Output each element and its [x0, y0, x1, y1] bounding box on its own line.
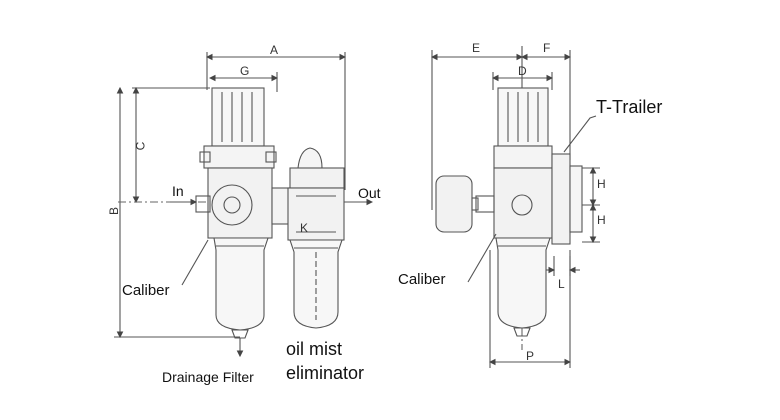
label-caliber-right: Caliber	[398, 271, 446, 288]
dimension-a-line	[205, 52, 347, 190]
dimension-g-line	[208, 72, 279, 92]
label-b: B	[107, 206, 122, 216]
label-caliber-left: Caliber	[122, 282, 170, 299]
regulator-knob-side	[497, 87, 549, 147]
dimension-h-lines	[582, 166, 600, 244]
label-t-trailer: T-Trailer	[596, 97, 663, 117]
regulator-body	[195, 167, 273, 239]
label-p: P	[526, 349, 535, 363]
filter-bowl-left	[213, 237, 269, 339]
label-c: C	[133, 141, 148, 151]
dimension-l-line	[546, 256, 580, 276]
caliber-leader-right	[467, 233, 497, 283]
label-l: L	[558, 277, 565, 291]
t-trailer-leader	[563, 115, 597, 153]
label-d: D	[518, 64, 527, 78]
regulator-knob	[211, 87, 265, 147]
label-oil-mist: oil mist	[286, 339, 343, 359]
pressure-gauge	[435, 175, 479, 233]
label-e: E	[472, 41, 481, 55]
label-a: A	[270, 43, 279, 57]
label-drainage-filter: Drainage Filter	[162, 369, 254, 385]
label-f: F	[543, 41, 551, 55]
dimension-c-line	[132, 86, 210, 204]
dimension-d-line	[491, 72, 554, 90]
oil-mist-top	[287, 147, 345, 241]
dimension-b-line	[114, 86, 240, 339]
caliber-leader-left	[181, 239, 209, 286]
label-eliminator: eliminator	[286, 363, 365, 383]
label-k: K	[300, 221, 309, 235]
filter-bowl-right	[289, 239, 343, 329]
label-out: Out	[358, 185, 381, 201]
label-h-bottom: H	[597, 213, 606, 227]
label-h-top: H	[597, 177, 606, 191]
label-g: G	[240, 64, 250, 78]
dimension-p-line	[488, 250, 572, 368]
label-in: In	[172, 183, 184, 199]
regulator-body-side	[475, 167, 553, 239]
filter-bowl-side	[495, 237, 551, 337]
t-trailer-bracket	[551, 153, 583, 245]
